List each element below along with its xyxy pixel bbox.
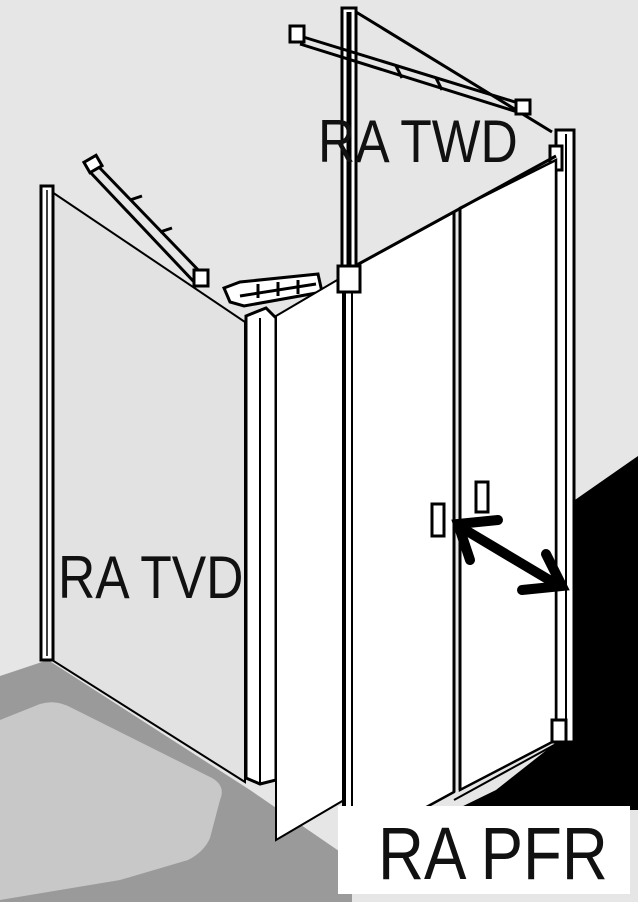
double-headed-arrow-icon: [451, 515, 570, 595]
back-panel-glass: [275, 274, 345, 842]
corner-connector: [222, 272, 324, 308]
left-stabilizer-bar: [81, 153, 210, 288]
dark-floor: [455, 456, 638, 810]
tray-inner: [0, 702, 222, 900]
door-wing-right: [458, 157, 558, 793]
hinges: [336, 264, 568, 744]
door-handles: [430, 480, 490, 538]
back-panel-label: RA TWD: [318, 108, 518, 175]
door-bottom-seal: [453, 743, 557, 801]
door-label: RA PFR: [378, 812, 608, 895]
door-label-box: [338, 806, 630, 894]
side-panel-label: RA TVD: [58, 544, 244, 611]
top-rail: [288, 10, 553, 134]
